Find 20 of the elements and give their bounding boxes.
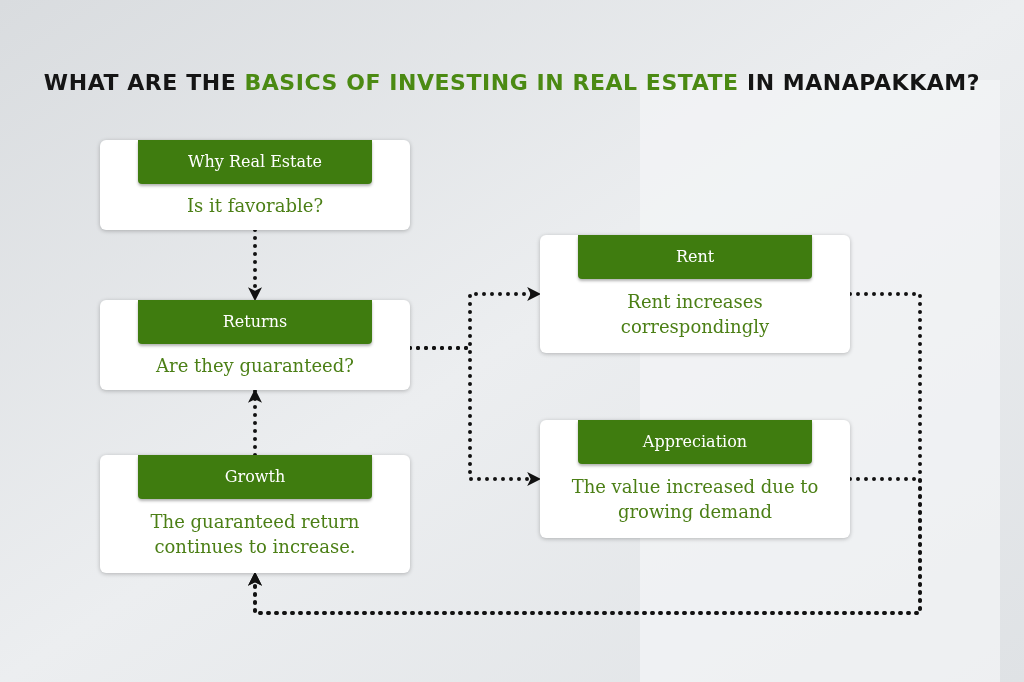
header-tab: Appreciation	[578, 420, 812, 464]
dotted-arrow	[248, 228, 262, 302]
card-text: The guaranteed return continues to increase.	[149, 510, 361, 559]
card	[100, 300, 410, 390]
card	[100, 455, 410, 573]
card	[540, 235, 850, 353]
card	[100, 140, 410, 230]
card-text: Rent increases correspondingly	[619, 290, 771, 339]
card-text: Are they guaranteed?	[156, 353, 354, 378]
header-tab: Rent	[578, 235, 812, 279]
header-tab: Why Real Estate	[138, 140, 372, 184]
card-text: Is it favorable?	[186, 193, 324, 218]
dotted-arrow	[248, 388, 262, 457]
dotted-arrow	[408, 346, 542, 486]
dotted-arrow	[248, 477, 922, 615]
card-text: The value increased due to growing demand	[570, 475, 820, 524]
header-tab: Returns	[138, 300, 372, 344]
title: WHAT ARE THE BASICS OF INVESTING IN REAL ESTATE IN MANAPAKKAM?	[42, 69, 982, 97]
header-tab: Growth	[138, 455, 372, 499]
card	[540, 420, 850, 538]
